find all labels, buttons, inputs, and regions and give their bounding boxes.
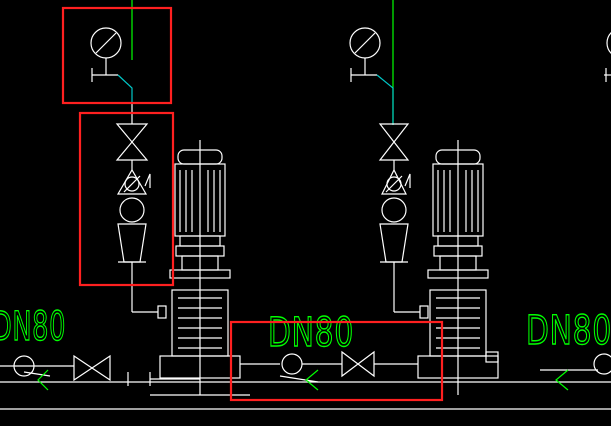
header-pipe bbox=[0, 350, 611, 410]
pump-unit-right-partial bbox=[604, 31, 611, 82]
flow-arrows bbox=[37, 369, 569, 391]
pipe-size-label-right: DN80 bbox=[526, 308, 611, 354]
check-valve-icon bbox=[381, 168, 407, 195]
motor-pump-left bbox=[150, 140, 250, 396]
strainer-icon bbox=[119, 197, 145, 223]
highlight-box-header-valves bbox=[229, 320, 444, 402]
pump-unit-middle bbox=[349, 27, 429, 319]
check-valve-icon bbox=[116, 168, 148, 195]
motor-pump-middle bbox=[417, 140, 499, 395]
check-valve-icon bbox=[281, 353, 303, 375]
gate-valve-icon bbox=[115, 123, 149, 143]
gate-valve-icon bbox=[378, 123, 410, 143]
highlight-box-gauge bbox=[61, 6, 173, 105]
highlight-box-valves bbox=[78, 111, 175, 287]
strainer-icon bbox=[381, 197, 407, 223]
highlight-boxes bbox=[61, 6, 444, 402]
pipe-size-label-left: DN80 bbox=[0, 304, 66, 350]
gate-valve-icon bbox=[73, 354, 94, 382]
pump-unit-left bbox=[90, 27, 167, 319]
check-valve-icon bbox=[13, 355, 35, 377]
pipe-size-label-middle: DN80 bbox=[268, 310, 354, 356]
pressure-gauge-icon bbox=[606, 31, 611, 55]
check-valve-icon bbox=[593, 353, 611, 375]
